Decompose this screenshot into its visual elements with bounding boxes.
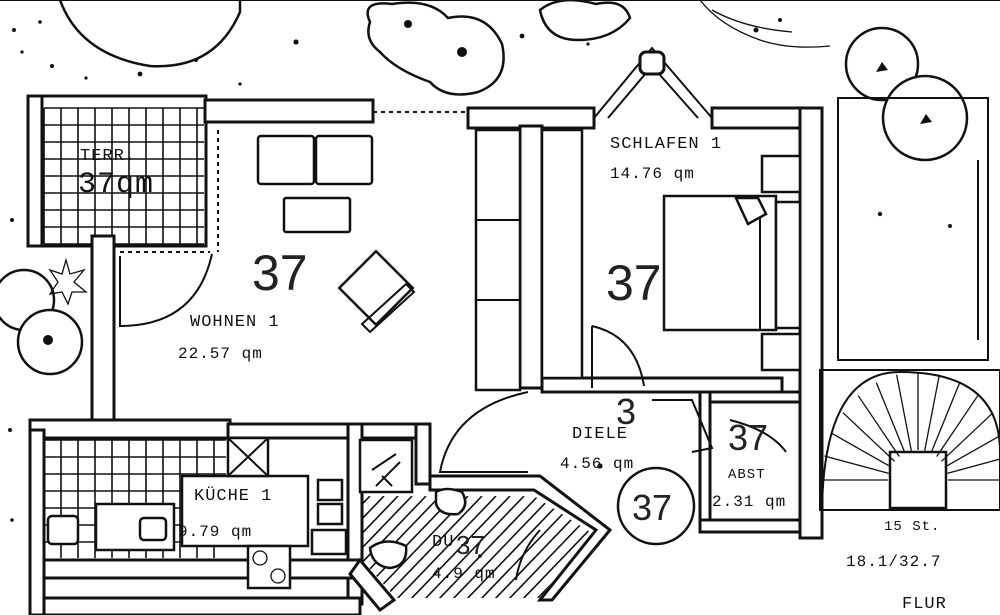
hall-mark: 3	[616, 391, 636, 432]
stair-tread	[947, 458, 1000, 474]
plant-star	[48, 257, 88, 306]
washbasin	[358, 438, 414, 494]
door-marker: 37	[632, 487, 672, 528]
tree-large-left	[58, 0, 242, 68]
coffee-table	[282, 196, 352, 234]
sofa-seat-left	[256, 134, 316, 186]
bathroom	[358, 438, 590, 598]
stairs-steps: 15 St.	[884, 519, 940, 535]
armchair	[337, 249, 415, 327]
living-name: WOHNEN 1	[190, 313, 280, 332]
kitchen-name: KÜCHE 1	[194, 486, 272, 506]
bath-mark: 37	[456, 530, 485, 560]
stair-tread	[842, 412, 895, 462]
bedroom-wardrobe	[540, 128, 584, 380]
storage-area: 2.31 qm	[712, 493, 786, 511]
living-area: 22.57 qm	[178, 345, 263, 363]
stair-tread	[936, 395, 979, 457]
nightstand-bottom	[760, 332, 802, 372]
living-mark: 37	[252, 245, 308, 301]
bath-area: 4.9 qm	[432, 565, 496, 583]
corridor-name: FLUR	[902, 595, 947, 614]
sofa-seat-right	[314, 134, 374, 186]
stair-tread	[831, 432, 892, 468]
storage-name: ABST	[728, 467, 766, 483]
toilet	[434, 487, 467, 516]
stair-tread	[944, 434, 1000, 468]
terrace-name: TERR.	[80, 147, 136, 166]
bedroom-area: 14.76 qm	[610, 165, 695, 183]
staircase	[819, 369, 1000, 511]
stair-tread	[824, 455, 889, 474]
stair-tread	[924, 374, 941, 451]
stair-tread	[941, 412, 994, 462]
stair-tread	[930, 382, 961, 454]
bath-name: DU	[432, 533, 454, 552]
hall-area: 4.56 qm	[560, 455, 634, 473]
storage-mark: 37	[728, 417, 768, 458]
stair-tread	[895, 374, 912, 451]
corridor-area: 18.1/32.7	[846, 553, 941, 571]
bedroom-mark: 37	[606, 255, 662, 311]
hall-name: DIELE	[572, 425, 628, 444]
hall	[438, 391, 787, 473]
bedroom-furniture	[540, 128, 802, 388]
kitchen-area: 9.79 qm	[178, 523, 252, 541]
wardrobe	[474, 128, 522, 392]
terrace-tiles	[26, 94, 208, 248]
bedroom-name: SCHLAFEN 1	[610, 135, 722, 154]
landscape	[0, 0, 969, 546]
tree-top-mid	[366, 1, 505, 96]
stair-tread	[875, 382, 906, 454]
kitchen-counter	[180, 474, 310, 548]
room-labels: TERR. 37qm 37 WOHNEN 1 22.57 qm SCHLAFEN…	[78, 135, 947, 614]
kitchen	[43, 436, 348, 590]
tree-bottom-entrance	[616, 466, 696, 546]
living-furniture	[119, 128, 522, 392]
bidet	[368, 540, 408, 570]
nightstand-top	[760, 154, 802, 194]
terrace-area: 37qm	[78, 168, 154, 202]
stair-tread	[857, 395, 900, 457]
tree-top-right-mid	[538, 0, 632, 42]
stair-landing	[888, 450, 948, 510]
